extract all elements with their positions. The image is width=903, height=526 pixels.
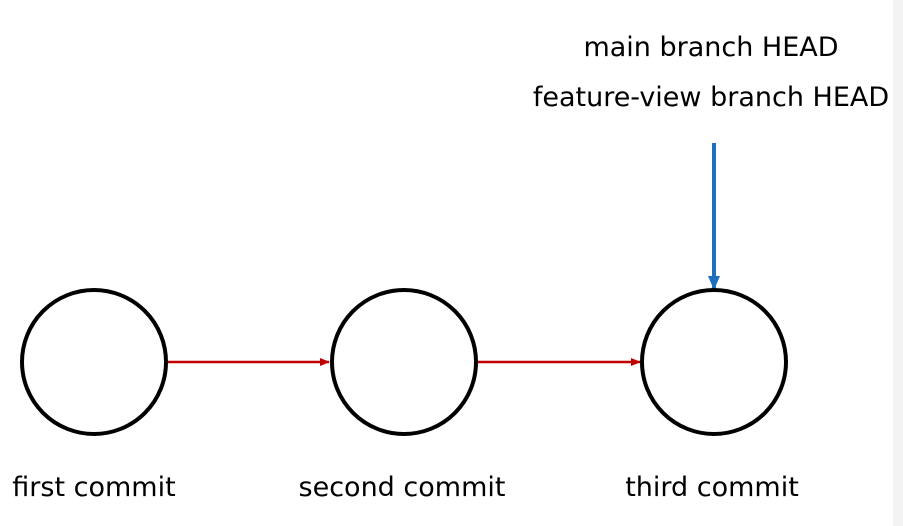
commit-label-third: third commit xyxy=(625,472,799,503)
commit-node-first xyxy=(20,288,168,436)
head-pointer-arrowhead xyxy=(708,276,720,290)
commit-label-second: second commit xyxy=(299,472,506,503)
right-edge-strip xyxy=(893,0,903,526)
commit-node-third xyxy=(640,288,788,436)
head-label-main: main branch HEAD xyxy=(583,32,838,63)
commit-label-first: first commit xyxy=(12,472,175,503)
commit-node-second xyxy=(330,288,478,436)
head-label-feature-view: feature-view branch HEAD xyxy=(533,82,889,113)
